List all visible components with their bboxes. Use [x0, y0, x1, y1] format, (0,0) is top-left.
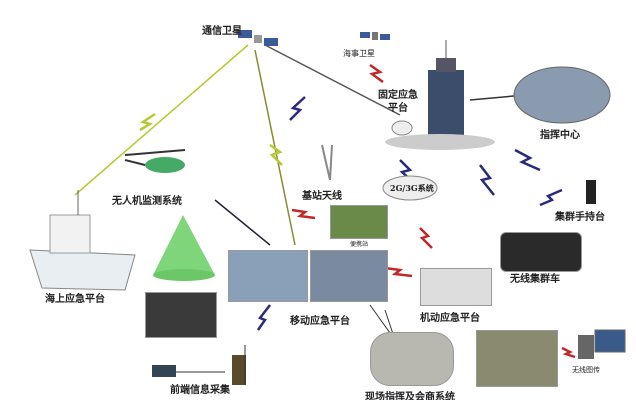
handheld-radio-icon	[586, 180, 596, 204]
jeep-photo	[476, 330, 558, 387]
label-fixed-platform-2: 平台	[388, 103, 408, 114]
ship-icon	[29, 190, 136, 291]
bolt-red	[561, 346, 576, 359]
onsite-command-photo	[370, 332, 454, 386]
mobile-platform-photo-2	[310, 250, 388, 302]
comm-satellite-icon	[238, 30, 278, 46]
fixed-platform-building-icon	[385, 40, 495, 150]
link-satellite-ship	[74, 44, 249, 196]
label-maneuver-platform: 机动应急平台	[420, 313, 480, 324]
trunk-vehicle-photo	[500, 232, 582, 272]
uav-helicopter-icon	[124, 149, 186, 173]
laptop-icon	[594, 329, 626, 353]
bolt-red	[291, 208, 316, 220]
bolt-dark	[289, 96, 306, 121]
label-fixed-platform: 固定应急	[378, 90, 418, 101]
bolt-red	[419, 227, 433, 249]
person-icon	[232, 355, 246, 385]
bolt-dark	[514, 148, 541, 172]
bolt-yellow	[269, 143, 283, 166]
label-portable-station: 便携站	[350, 241, 369, 248]
label-trunk-vehicle: 无线集群车	[510, 274, 560, 285]
bolt-dark	[256, 304, 271, 331]
label-uav-system: 无人机监测系统	[112, 196, 182, 207]
base-antenna-icon	[321, 144, 333, 181]
label-command-center: 指挥中心	[540, 130, 580, 141]
command-center-photo	[513, 66, 611, 124]
maneuver-truck-photo	[420, 268, 492, 306]
bolt-red	[369, 63, 384, 84]
bolt-yellow	[139, 112, 156, 132]
label-comm-satellite: 通信卫星	[202, 26, 242, 37]
label-handheld: 集群手持台	[555, 212, 605, 223]
bolt-red	[384, 266, 413, 278]
label-base-antenna: 基站天线	[302, 191, 342, 202]
label-onsite-command: 现场指挥及会商系统	[365, 392, 455, 400]
link-uav-mobile	[214, 199, 271, 246]
label-sea-platform: 海上应急平台	[45, 294, 105, 305]
bolt-dark	[479, 164, 495, 196]
label-maritime-satellite: 海事卫星	[343, 49, 375, 58]
bolt-dark	[539, 188, 563, 207]
network-cloud	[382, 175, 438, 201]
uav-coverage-cone	[153, 215, 215, 275]
camera-icon	[152, 365, 176, 377]
label-network: 2G/3G系统	[390, 183, 434, 193]
label-wireless-link: 无线图传	[572, 366, 600, 374]
portable-station-photo	[330, 205, 388, 239]
mobile-platform-photo-1	[228, 250, 308, 302]
maritime-satellite-icon	[360, 32, 390, 40]
label-mobile-platform: 移动应急平台	[290, 316, 350, 327]
night-vision-photo	[145, 292, 217, 338]
link-satellite-fixed	[264, 44, 401, 116]
label-front-collection: 前端信息采集	[170, 385, 230, 396]
